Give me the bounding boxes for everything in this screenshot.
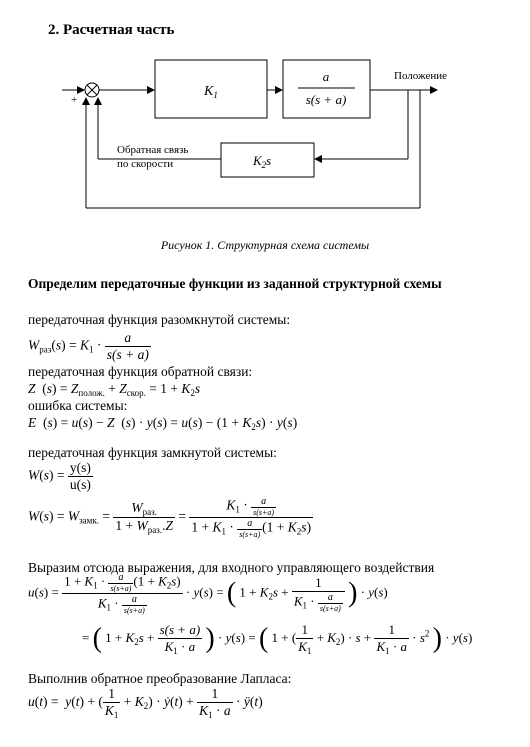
closed-loop-formula-1: W(s) = y(s)u(s) [28, 460, 93, 492]
laplace-label: Выполнив обратное преобразование Лапласа… [28, 671, 292, 686]
plant-numerator: a [323, 69, 330, 84]
closed-loop-label: передаточная функция замкнутой системы: [28, 445, 277, 460]
k2s-label: K2s [252, 153, 271, 170]
minus-sign: − [82, 98, 88, 110]
express-label: Выразим отсюда выражения, для входного у… [28, 560, 435, 575]
fb-label-line1: Обратная связь [117, 144, 188, 156]
error-label: ошибка системы: [28, 398, 128, 413]
plus-sign: + [71, 94, 77, 106]
k1-label: K1 [203, 84, 218, 100]
block-diagram: + − K1 a s(s + a) Положение K2s Обратная… [62, 59, 447, 209]
section-heading: Определим передаточные функции из заданн… [28, 276, 442, 291]
plant-block [282, 59, 371, 119]
section-title: 2. Расчетная часть [48, 22, 175, 38]
k2s-block [220, 142, 315, 178]
output-label: Положение [394, 70, 447, 82]
k1-block [154, 59, 268, 119]
closed-loop-formula-2: W(s) = Wзамк. = Wраз.1 + Wраз..Z = K1 · … [28, 496, 314, 539]
feedback-formula: Z (s) = Zполож. + Zскор. = 1 + K2s [28, 381, 201, 398]
u-formula-2: = ( 1 + K2s + s(s + a)K1 · a ) · y(s) = … [82, 622, 473, 656]
summing-junction [84, 82, 100, 98]
plant-denominator: s(s + a) [306, 92, 347, 107]
open-loop-label: передаточная функция разомкнутой системы… [28, 312, 291, 327]
figure-caption: Рисунок 1. Структурная схема системы [160, 238, 370, 252]
error-formula: E (s) = u(s) − Z (s) · y(s) = u(s) − (1 … [28, 415, 298, 432]
feedback-label: передаточная функция обратной связи: [28, 364, 253, 379]
fb-label-line2: по скорости [117, 158, 173, 170]
